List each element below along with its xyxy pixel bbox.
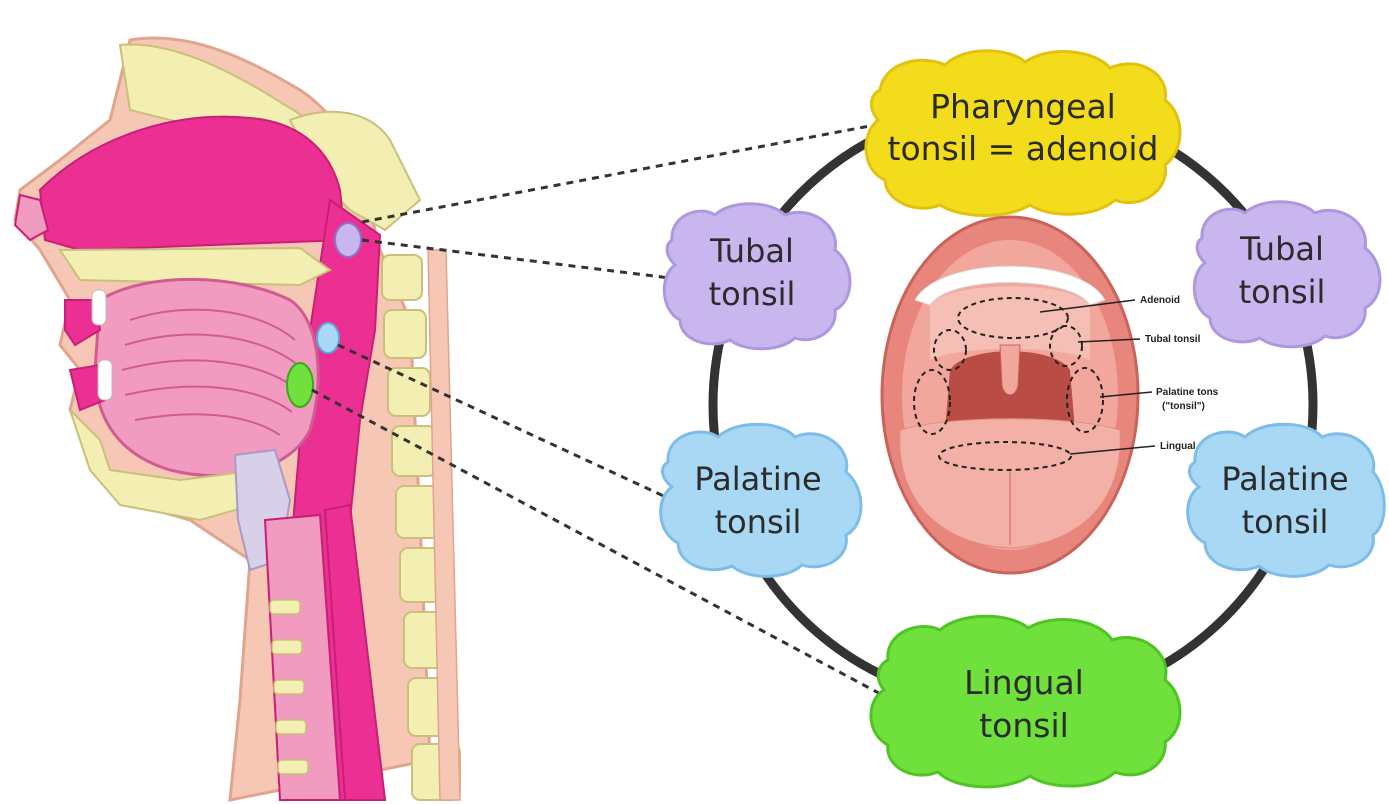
cloud-tubal-right: Tubal tonsil <box>1194 202 1380 347</box>
cloud-palatine-right-shape <box>1188 424 1385 576</box>
cloud-lingual-line1: Lingual <box>964 663 1084 702</box>
tongue <box>95 279 318 475</box>
mouth-label-tubal: Tubal tonsil <box>1145 334 1201 345</box>
nasal-cavity <box>40 117 345 250</box>
leader-pharyngeal <box>362 125 875 222</box>
cloud-tubal-left-line1: Tubal <box>709 232 794 270</box>
mouth-label-palatine: Palatine tons <box>1156 387 1219 398</box>
tubal-tonsil-spot <box>317 323 339 353</box>
cloud-lingual: Lingual tonsil <box>871 616 1180 787</box>
cloud-palatine-right-line1: Palatine <box>1221 460 1348 498</box>
uvula <box>1000 345 1020 395</box>
cloud-tubal-left: Tubal tonsil <box>664 204 850 349</box>
upper-tooth <box>92 290 106 325</box>
palatine-tonsil-spot <box>287 363 313 407</box>
cloud-pharyngeal: Pharyngeal tonsil = adenoid <box>866 51 1180 216</box>
cloud-palatine-left-line1: Palatine <box>694 460 821 498</box>
cloud-palatine-right-line2: tonsil <box>1242 503 1329 541</box>
cloud-tubal-left-line2: tonsil <box>709 275 796 313</box>
lower-tooth <box>98 360 112 400</box>
cloud-tubal-right-line1: Tubal <box>1239 230 1324 268</box>
cloud-lingual-line2: tonsil <box>979 706 1069 745</box>
open-mouth-illustration: Adenoid Tubal tonsil Palatine tons ("ton… <box>882 217 1219 573</box>
mouth-label-palatine-sub: ("tonsil") <box>1162 401 1205 412</box>
cloud-pharyngeal-line2: tonsil = adenoid <box>888 129 1159 168</box>
cloud-palatine-left-line2: tonsil <box>715 503 802 541</box>
cloud-tubal-right-line2: tonsil <box>1239 273 1326 311</box>
cloud-pharyngeal-line1: Pharyngeal <box>930 87 1116 126</box>
cloud-palatine-left-shape <box>661 424 861 576</box>
pharyngeal-tonsil-spot <box>335 223 361 257</box>
cloud-palatine-left: Palatine tonsil <box>661 424 861 576</box>
head-cross-section <box>15 38 460 800</box>
cloud-palatine-right: Palatine tonsil <box>1188 424 1385 576</box>
mouth-label-adenoid: Adenoid <box>1140 295 1180 306</box>
